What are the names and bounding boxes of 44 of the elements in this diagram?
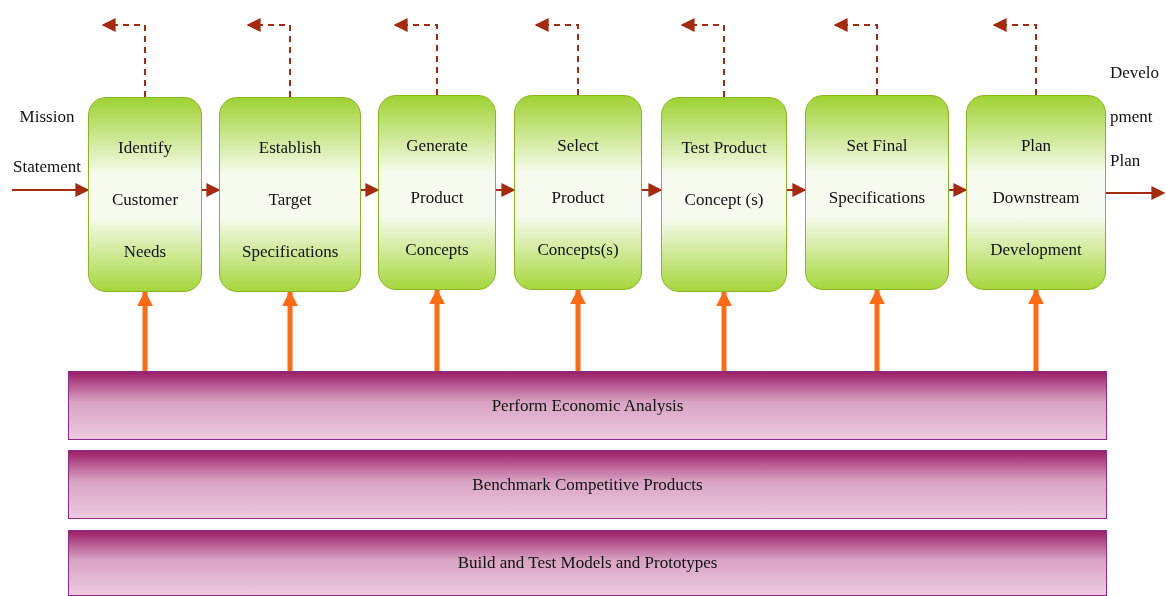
arrow bbox=[716, 290, 732, 371]
step-label: Set Final Specifications bbox=[827, 135, 927, 209]
arrow bbox=[201, 183, 221, 197]
step-label: Select Product Concepts(s) bbox=[536, 135, 620, 261]
step-label: Establish Target Specifications bbox=[242, 137, 338, 263]
arrow bbox=[1105, 186, 1166, 200]
edge-label: Mission Statement bbox=[12, 106, 82, 178]
process-box bbox=[661, 97, 787, 292]
arrow bbox=[641, 183, 663, 197]
activity-band bbox=[68, 450, 1107, 519]
arrow bbox=[11, 183, 90, 197]
step-label: Build and Test Models and Prototypes bbox=[456, 552, 719, 574]
arrow bbox=[360, 183, 380, 197]
process-box bbox=[88, 97, 202, 292]
arrow bbox=[948, 183, 968, 197]
dashed-arrow bbox=[534, 18, 579, 96]
process-box bbox=[966, 95, 1106, 290]
arrow bbox=[570, 288, 586, 371]
dashed-arrow bbox=[393, 18, 438, 96]
arrow bbox=[1028, 288, 1044, 371]
arrow bbox=[282, 290, 298, 371]
activity-band bbox=[68, 530, 1107, 596]
step-label: Benchmark Competitive Products bbox=[471, 473, 704, 496]
arrow bbox=[429, 288, 445, 371]
step-label: Perform Economic Analysis bbox=[490, 394, 685, 417]
arrow bbox=[786, 183, 807, 197]
process-box bbox=[219, 97, 361, 292]
step-label: Generate Product Concepts bbox=[404, 135, 470, 261]
edge-label: Development Plan bbox=[1110, 62, 1161, 172]
step-label: Identify Customer Needs bbox=[110, 137, 180, 263]
process-box bbox=[805, 95, 949, 290]
step-label: Plan Downstream Development bbox=[989, 135, 1083, 261]
dashed-arrow bbox=[246, 18, 291, 98]
arrow bbox=[495, 183, 516, 197]
arrow bbox=[137, 290, 153, 371]
dashed-arrow bbox=[680, 18, 725, 98]
activity-band bbox=[68, 371, 1107, 440]
dashed-arrow bbox=[992, 18, 1037, 96]
step-label: Test Product Concept (s) bbox=[680, 137, 768, 211]
arrow bbox=[869, 288, 885, 371]
dashed-arrow bbox=[833, 18, 878, 96]
dashed-arrow bbox=[101, 18, 146, 98]
process-box bbox=[378, 95, 496, 290]
process-box bbox=[514, 95, 642, 290]
